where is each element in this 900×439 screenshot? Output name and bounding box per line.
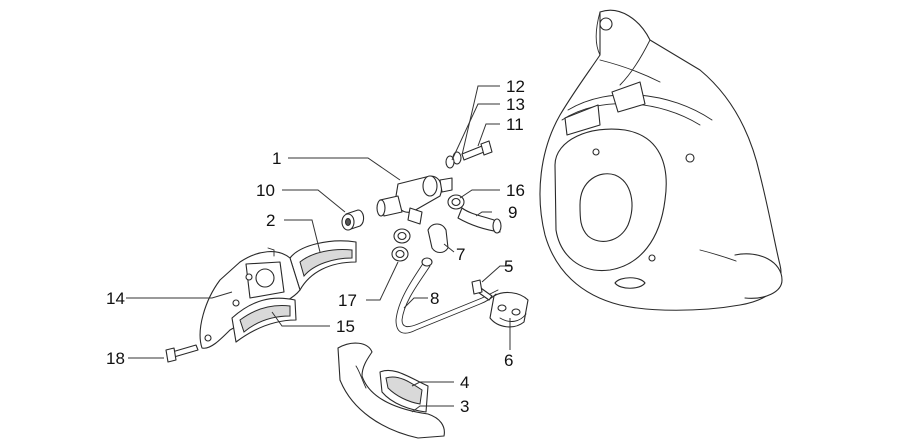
callout-16: 16 <box>506 181 525 200</box>
callout-2: 2 <box>266 211 275 230</box>
spacer <box>341 209 365 231</box>
callout-14: 14 <box>106 289 125 308</box>
bolt-5 <box>471 279 493 301</box>
callout-6: 6 <box>504 351 513 370</box>
callout-11: 11 <box>506 115 524 134</box>
callout-1: 1 <box>272 149 281 168</box>
flywheel-cover <box>539 9 783 311</box>
guard-3 <box>337 342 445 439</box>
callout-12: 12 <box>506 77 525 96</box>
bracket <box>199 247 301 349</box>
callout-7: 7 <box>456 245 465 264</box>
screw-11 <box>445 140 493 169</box>
callout-17: 17 <box>338 291 357 310</box>
pad-upper <box>289 240 357 291</box>
callout-9: 9 <box>508 203 517 222</box>
callout-8: 8 <box>430 289 439 308</box>
gasket-plate-6 <box>489 291 529 328</box>
hose-clamps <box>391 194 465 262</box>
leader-lines <box>126 85 511 413</box>
screw-18 <box>165 344 199 363</box>
callout-18: 18 <box>106 349 125 368</box>
valve-body <box>376 175 453 225</box>
callout-labels: 1 2 3 4 5 6 7 8 9 10 11 12 13 14 15 16 1… <box>106 77 525 416</box>
callout-13: 13 <box>506 95 525 114</box>
callout-4: 4 <box>460 373 469 392</box>
callout-10: 10 <box>256 181 275 200</box>
elbow-7 <box>427 223 449 254</box>
callout-5: 5 <box>504 257 513 276</box>
callout-15: 15 <box>336 317 355 336</box>
hose-9 <box>457 207 502 234</box>
guard-4 <box>379 369 429 413</box>
pad-lower <box>231 297 297 343</box>
callout-3: 3 <box>460 397 469 416</box>
